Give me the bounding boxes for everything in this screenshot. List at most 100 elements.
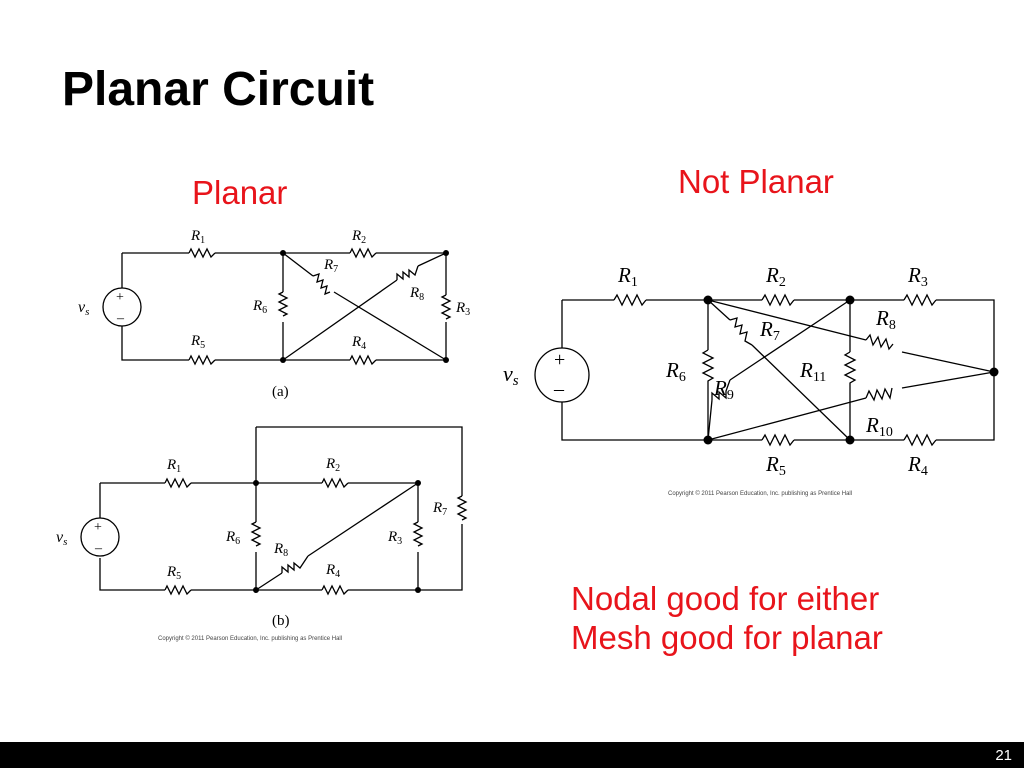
resistor-r1 (613, 293, 647, 307)
svg-text:+: + (94, 520, 102, 535)
footer-bar: 21 (0, 742, 1024, 768)
copyright-b: Copyright © 2011 Pearson Education, Inc.… (158, 635, 342, 642)
wire (99, 426, 463, 591)
node (703, 295, 713, 305)
resistor-r2 (761, 293, 795, 307)
svg-text:R3: R3 (907, 263, 928, 290)
resistor-r5 (164, 584, 192, 596)
svg-text:R7: R7 (323, 257, 338, 275)
svg-text:R3: R3 (455, 300, 470, 318)
node (703, 435, 713, 445)
svg-text:–: – (94, 541, 103, 556)
notes-block: Nodal good for either Mesh good for plan… (571, 580, 883, 657)
resistor-r3 (412, 521, 424, 547)
svg-text:R8: R8 (875, 306, 896, 333)
planar-label: Planar (192, 174, 288, 211)
resistor-r2 (321, 477, 349, 489)
resistor-r6 (250, 521, 262, 547)
caption-b: (b) (272, 613, 290, 629)
resistor-r7 (282, 252, 447, 361)
copyright-c: Copyright © 2011 Pearson Education, Inc.… (668, 490, 852, 497)
resistor-r1 (164, 477, 192, 489)
svg-text:R2: R2 (765, 263, 786, 290)
resistor-r8-zig (281, 555, 309, 574)
node (280, 357, 286, 363)
source-vs-b (80, 517, 120, 557)
resistor-r8 (282, 252, 447, 361)
svg-text:R8: R8 (409, 285, 424, 303)
resistor-r7-zig (729, 317, 753, 346)
svg-text:R5: R5 (190, 333, 205, 351)
resistor-r7-zig (312, 273, 331, 296)
svg-text:R1: R1 (190, 228, 205, 246)
svg-text:–: – (553, 378, 565, 400)
node (253, 587, 259, 593)
wire (121, 252, 447, 361)
node (443, 357, 449, 363)
svg-text:R4: R4 (325, 562, 340, 580)
svg-text:+: + (554, 349, 565, 371)
resistor-r3 (440, 294, 452, 320)
svg-text:+: + (116, 290, 124, 305)
svg-text:R3: R3 (387, 529, 402, 547)
resistor-r10-zig (865, 387, 893, 402)
node (845, 295, 855, 305)
circuit-a: + – vs R1 R2 R3 R4 R5 R6 R7 R8 (a) (78, 228, 470, 400)
svg-text:R1: R1 (166, 457, 181, 475)
wire (707, 300, 851, 440)
svg-text:R5: R5 (166, 564, 181, 582)
node (253, 480, 259, 486)
note-nodal: Nodal good for either (571, 580, 880, 617)
resistor-r9 (707, 299, 851, 441)
svg-text:R4: R4 (907, 452, 928, 479)
resistor-r2 (349, 247, 377, 259)
note-mesh: Mesh good for planar (571, 618, 883, 656)
source-vs-c (534, 347, 590, 403)
svg-text:R10: R10 (865, 413, 893, 440)
page-number: 21 (995, 747, 1012, 764)
node (443, 250, 449, 256)
circuit-b: + – vs R1 R2 R3 R4 R5 R6 R7 R8 (b) Copyr… (56, 426, 468, 642)
svg-text:vs: vs (503, 361, 519, 389)
resistor-r11 (843, 351, 857, 392)
resistor-r10 (707, 371, 995, 441)
svg-text:R8: R8 (273, 541, 288, 559)
svg-text:R6: R6 (665, 358, 686, 385)
resistor-r5 (761, 433, 795, 447)
svg-text:R6: R6 (252, 298, 267, 316)
resistor-r5 (188, 354, 216, 366)
slide-title: Planar Circuit (62, 63, 375, 116)
node (415, 480, 421, 486)
resistor-r6 (277, 291, 289, 317)
resistor-r6 (701, 349, 715, 390)
svg-text:R2: R2 (325, 456, 340, 474)
svg-text:vs: vs (78, 299, 89, 318)
node (280, 250, 286, 256)
svg-text:R6: R6 (225, 529, 240, 547)
node (845, 435, 855, 445)
resistor-r4 (903, 433, 937, 447)
node (989, 367, 999, 377)
resistor-r4 (349, 354, 377, 366)
resistor-r8-zig (396, 265, 419, 281)
svg-text:–: – (116, 311, 125, 326)
circuit-diagrams: + – vs R1 R2 R3 R4 R5 R6 R7 R8 (a) (56, 228, 999, 642)
svg-text:R4: R4 (351, 334, 366, 352)
resistor-r9-zig (711, 379, 731, 401)
svg-text:vs: vs (56, 529, 67, 548)
caption-a: (a) (272, 384, 289, 400)
svg-text:R11: R11 (799, 358, 826, 385)
wire (255, 427, 419, 590)
svg-text:R2: R2 (351, 228, 366, 246)
resistor-r4 (321, 584, 349, 596)
node (415, 587, 421, 593)
resistor-r8 (707, 299, 995, 373)
not-planar-label: Not Planar (678, 163, 834, 200)
resistor-r7 (707, 299, 851, 441)
resistor-r7 (456, 495, 468, 521)
svg-text:R1: R1 (617, 263, 638, 290)
source-vs-a (102, 287, 142, 327)
resistor-r8 (255, 482, 419, 591)
resistor-r1 (188, 247, 216, 259)
svg-text:R5: R5 (765, 452, 786, 479)
